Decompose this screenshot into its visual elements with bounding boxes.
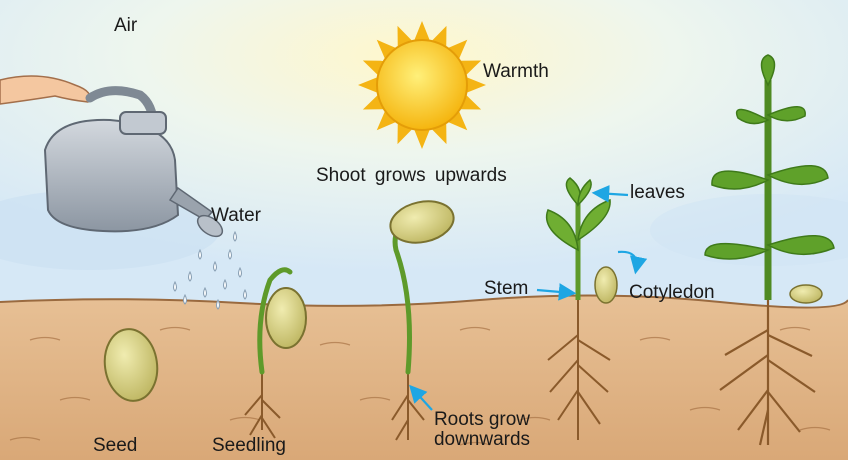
roots-label-line1: Roots grow	[412, 410, 552, 430]
roots-label-line2: downwards	[412, 430, 552, 450]
seed-label: Seed	[93, 436, 137, 456]
warmth-label: Warmth	[483, 62, 549, 82]
roots-label: Roots grow downwards	[412, 410, 552, 450]
leaves-label: leaves	[630, 183, 685, 203]
shoot-label: Shoot grows upwards	[316, 166, 507, 186]
air-label: Air	[114, 16, 137, 36]
sun-icon	[358, 21, 486, 149]
water-label: Water	[211, 206, 261, 226]
stem-label: Stem	[484, 279, 528, 299]
seedling-label: Seedling	[212, 436, 286, 456]
cotyledon-label: Cotyledon	[629, 283, 715, 303]
